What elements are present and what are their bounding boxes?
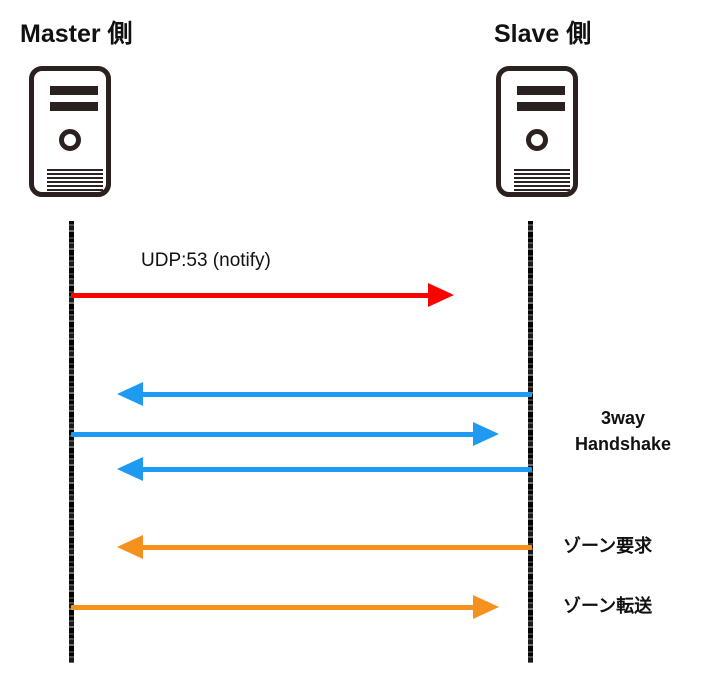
arrow-head-right bbox=[473, 595, 499, 619]
server-vent-icon bbox=[514, 169, 570, 191]
group-label-handshake-line1: 3way bbox=[600, 408, 646, 428]
arrow-head-right bbox=[473, 422, 499, 446]
message-label-zone-transfer: ゾーン転送 bbox=[563, 596, 653, 616]
server-drive-bay-icon bbox=[517, 102, 565, 111]
server-vent-icon bbox=[47, 169, 103, 191]
lifeline-master bbox=[69, 221, 74, 663]
server-tower-icon-slave bbox=[496, 66, 578, 197]
message-label-zone-request: ゾーン要求 bbox=[563, 536, 653, 556]
lifeline-slave bbox=[528, 221, 533, 663]
arrow-shaft bbox=[131, 545, 532, 550]
arrow-shaft bbox=[71, 432, 491, 437]
server-tower-icon-master bbox=[29, 66, 111, 197]
group-label-handshake-line2: Handshake bbox=[574, 434, 672, 455]
server-drive-bay-icon bbox=[517, 86, 565, 95]
arrow-shaft bbox=[131, 392, 532, 397]
arrow-shaft bbox=[131, 467, 532, 472]
arrow-shaft bbox=[71, 293, 446, 298]
power-button-icon bbox=[526, 129, 548, 151]
arrow-shaft bbox=[71, 605, 491, 610]
participant-title-slave: Slave 側 bbox=[494, 20, 592, 48]
arrow-head-left bbox=[117, 535, 143, 559]
group-label-handshake: 3way Handshake bbox=[563, 405, 683, 457]
power-button-icon bbox=[59, 129, 81, 151]
arrow-head-right bbox=[428, 283, 454, 307]
server-drive-bay-icon bbox=[50, 86, 98, 95]
arrow-head-left bbox=[117, 382, 143, 406]
message-label-notify: UDP:53 (notify) bbox=[141, 250, 271, 271]
server-drive-bay-icon bbox=[50, 102, 98, 111]
arrow-head-left bbox=[117, 457, 143, 481]
participant-title-master: Master 側 bbox=[20, 20, 133, 48]
